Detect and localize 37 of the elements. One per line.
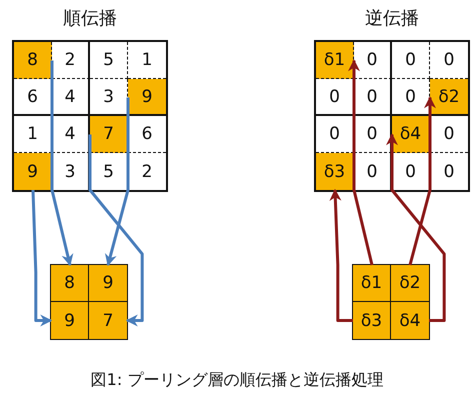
grid-cell: 4	[52, 116, 90, 153]
grid-cell: 0	[354, 116, 392, 153]
figure-caption: 図1: プーリング層の順伝播と逆伝播処理	[90, 370, 384, 391]
grid-cell: 0	[392, 79, 430, 116]
grid-cell: 0	[354, 79, 392, 116]
pooled-cell: δ1	[353, 265, 391, 302]
highlighted-cell: δ1	[316, 42, 354, 79]
arrow	[329, 188, 353, 322]
grid-cell: 5	[90, 42, 128, 79]
arrow	[32, 190, 52, 326]
grid-heading: 順伝播	[62, 7, 118, 30]
grid-cell: 0	[392, 42, 430, 79]
grid-cell: 2	[52, 42, 90, 79]
highlighted-cell: 9	[14, 153, 52, 190]
highlighted-cell: δ3	[316, 153, 354, 190]
pooled-cell: 7	[89, 302, 127, 339]
highlighted-cell: 7	[90, 116, 128, 153]
grid-cell: 4	[52, 79, 90, 116]
pooled-cell: 8	[51, 265, 89, 302]
highlighted-cell: 8	[14, 42, 52, 79]
pooled-cell: 9	[51, 302, 89, 339]
highlighted-cell: δ2	[430, 79, 468, 116]
highlighted-cell: δ4	[392, 116, 430, 153]
grid-cell: 3	[90, 79, 128, 116]
arrow	[408, 96, 436, 266]
grid-cell: 0	[354, 42, 392, 79]
pooled-cell: δ4	[391, 302, 429, 339]
arrow	[348, 59, 374, 266]
highlighted-cell: 9	[128, 79, 166, 116]
pooled-cell: δ3	[353, 302, 391, 339]
arrow	[104, 98, 130, 266]
arrow	[386, 133, 446, 322]
grid-heading: 逆伝播	[364, 7, 420, 30]
pooled-cell: δ2	[391, 265, 429, 302]
arrow	[50, 60, 74, 266]
arrow	[88, 134, 144, 326]
pooled-cell: 9	[89, 265, 127, 302]
